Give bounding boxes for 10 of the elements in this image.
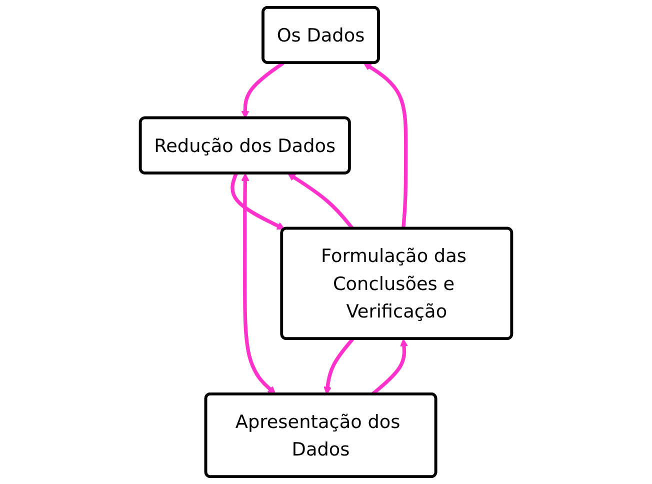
arrow bbox=[288, 173, 354, 230]
process-box: Redução dos Dados bbox=[138, 116, 351, 174]
arrow bbox=[324, 338, 354, 395]
process-box: Apresentação dos Dados bbox=[204, 392, 438, 478]
arrow bbox=[241, 62, 284, 119]
process-box: Formulação das Conclusões e Verificação bbox=[280, 226, 514, 340]
arrow bbox=[241, 173, 276, 394]
arrow bbox=[230, 172, 286, 230]
process-box: Os Dados bbox=[262, 6, 380, 64]
arrow bbox=[363, 62, 408, 229]
